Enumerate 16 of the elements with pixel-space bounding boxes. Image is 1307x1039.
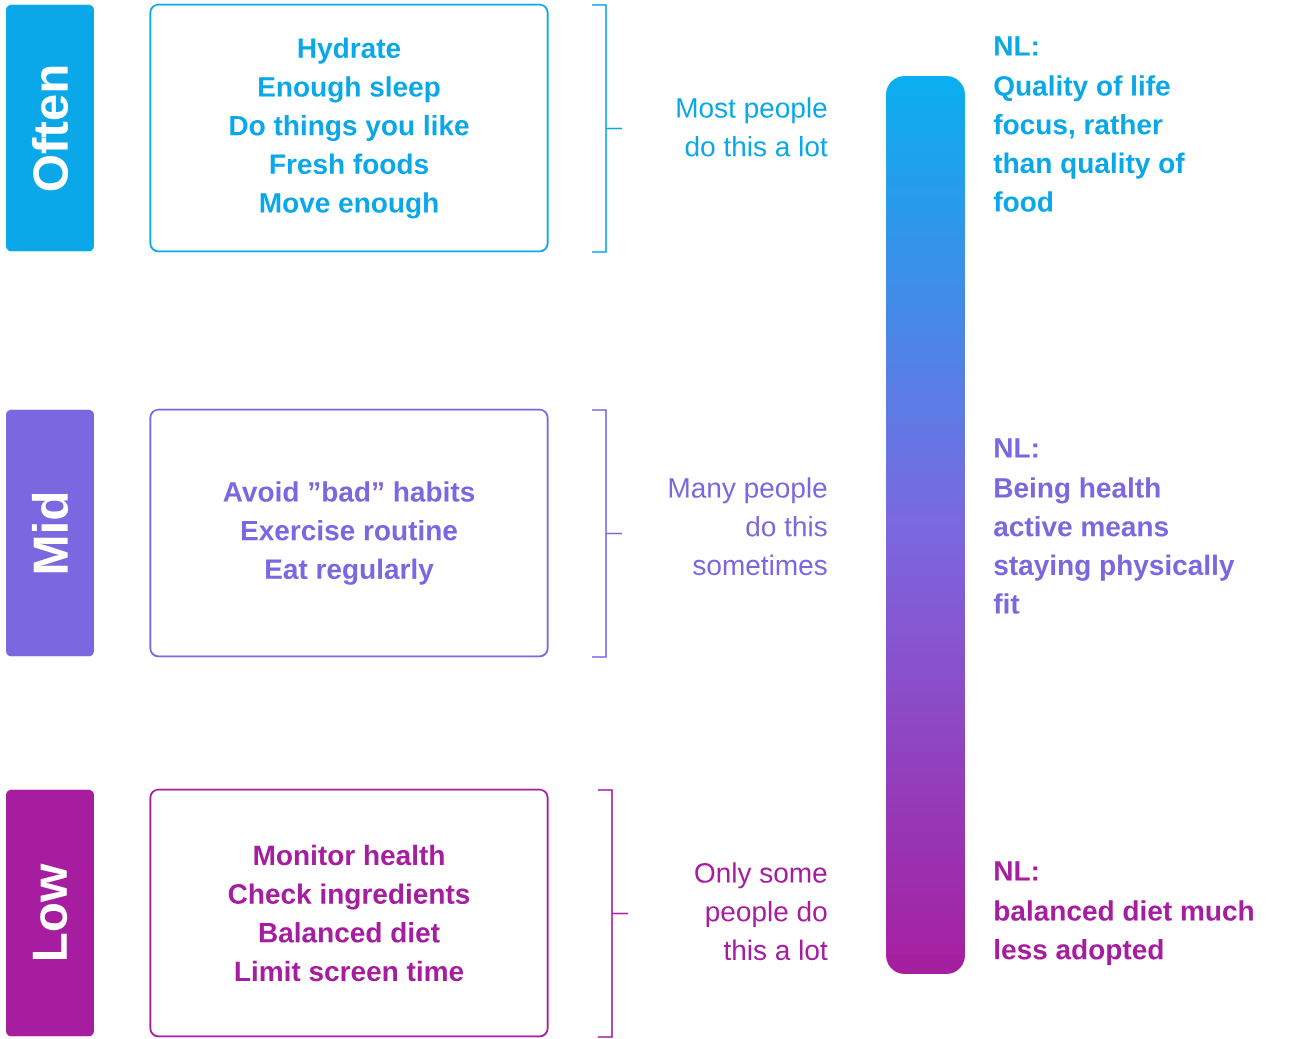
note-text: NL: xyxy=(995,861,1038,881)
note-text: balanced diet much less adopted xyxy=(995,900,1253,966)
side-label-bar: Often xyxy=(6,4,94,252)
note-text: NL: xyxy=(995,438,1038,458)
note-text: Quality of life focus, rather than quality of food xyxy=(993,75,1185,212)
list-box: Hydrate Enough sleep Do things you like Fresh foods Move enough xyxy=(149,3,549,253)
note-text: NL: xyxy=(995,36,1038,56)
frequency-note: Many people do this sometimes xyxy=(669,477,827,576)
frequency-note: Only some people do this a lot xyxy=(695,862,828,961)
list-box: Monitor health Check ingredients Balanced diet Limit screen time xyxy=(149,788,549,1038)
list-box: Avoid ”bad” habits Exercise routine Eat regularly xyxy=(149,408,549,658)
side-label-bar: Mid xyxy=(6,409,94,657)
side-label-bar: Low xyxy=(6,789,94,1037)
frequency-note: Most people do this a lot xyxy=(677,97,828,157)
note-text: Being health active means staying physically fit xyxy=(993,477,1235,614)
gradient-bar xyxy=(886,76,965,974)
